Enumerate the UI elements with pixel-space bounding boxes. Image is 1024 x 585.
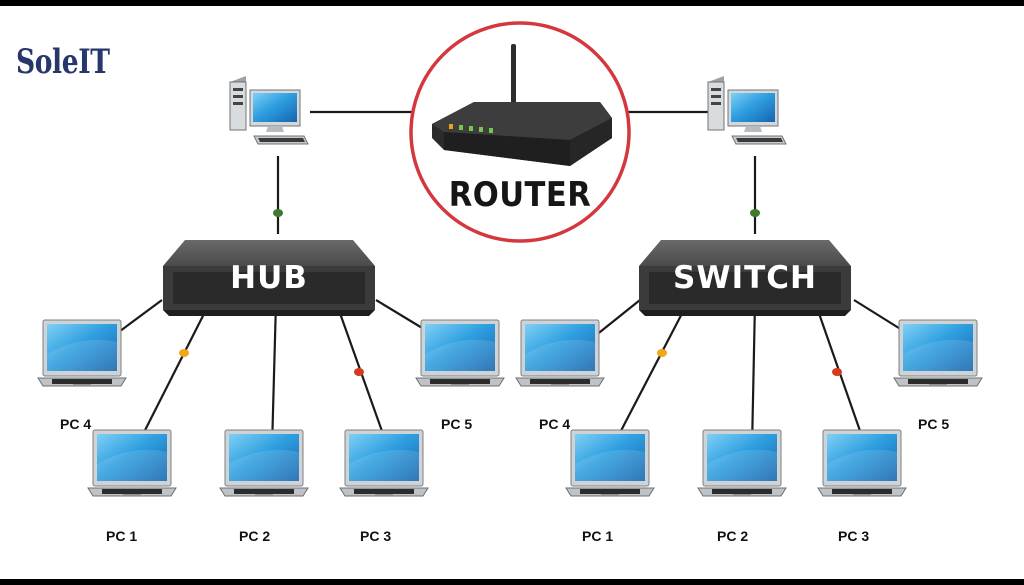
router-icon bbox=[432, 44, 612, 166]
hub-pc5-label: PC 5 bbox=[441, 416, 473, 432]
diagram-canvas: SoleIT ROUTER HUB SWITCH PC 4 PC 5 PC 1 … bbox=[0, 6, 1024, 579]
switch-pc5-laptop-icon bbox=[893, 319, 983, 387]
router-label: ROUTER bbox=[448, 175, 592, 215]
hub-pc2-laptop-icon bbox=[219, 429, 309, 497]
hub-pc2-label: PC 2 bbox=[239, 528, 271, 544]
uplink-dot-hub bbox=[273, 209, 283, 217]
link-switch-pc1 bbox=[611, 301, 689, 449]
hub-pc3-label: PC 3 bbox=[360, 528, 392, 544]
uplink-dot-switch bbox=[750, 209, 760, 217]
desktop-computer-right-icon bbox=[707, 75, 787, 145]
switch-pc4-laptop-icon bbox=[515, 319, 605, 387]
brand-logo: SoleIT bbox=[16, 42, 110, 82]
signal-dot-switch-pc1 bbox=[657, 349, 667, 357]
switch-pc2-laptop-icon bbox=[697, 429, 787, 497]
hub-pc5-laptop-icon bbox=[415, 319, 505, 387]
link-switch-pc3 bbox=[813, 301, 868, 449]
hub-pc1-laptop-icon bbox=[87, 429, 177, 497]
switch-pc1-laptop-icon bbox=[565, 429, 655, 497]
switch-pc3-laptop-icon bbox=[817, 429, 907, 497]
switch-pc1-label: PC 1 bbox=[582, 528, 614, 544]
switch-pc3-label: PC 3 bbox=[838, 528, 870, 544]
router-node bbox=[409, 21, 631, 243]
switch-pc5-label: PC 5 bbox=[918, 416, 950, 432]
link-hub-pc2 bbox=[270, 301, 278, 449]
switch-label: SWITCH bbox=[673, 260, 817, 296]
network-diagram bbox=[37, 21, 983, 497]
desktop-computer-left-icon bbox=[229, 75, 309, 145]
signal-dot-switch-pc3 bbox=[832, 368, 842, 376]
hub-pc4-label: PC 4 bbox=[60, 416, 92, 432]
switch-pc4-label: PC 4 bbox=[539, 416, 571, 432]
signal-dot-hub-pc3 bbox=[354, 368, 364, 376]
hub-pc3-laptop-icon bbox=[339, 429, 429, 497]
hub-pc4-laptop-icon bbox=[37, 319, 127, 387]
switch-pc2-label: PC 2 bbox=[717, 528, 749, 544]
signal-dot-hub-pc1 bbox=[179, 349, 189, 357]
signal-dots bbox=[179, 209, 842, 376]
link-switch-pc2 bbox=[750, 301, 757, 449]
link-hub-pc1 bbox=[135, 301, 211, 449]
hub-pc1-label: PC 1 bbox=[106, 528, 138, 544]
hub-label: HUB bbox=[230, 260, 308, 296]
